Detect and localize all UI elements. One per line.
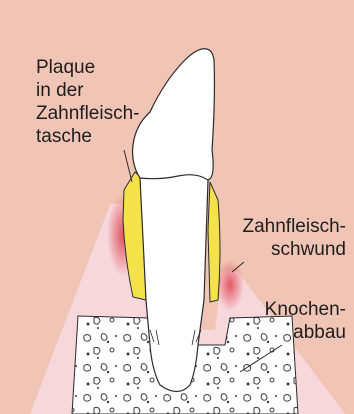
label-plaque: Plaque in der Zahnfleisch- tasche bbox=[36, 56, 140, 148]
label-gum-recession: Zahnfleisch- schwund bbox=[243, 215, 347, 261]
plaque-right bbox=[208, 182, 220, 302]
label-bone-loss: Knochen- abbau bbox=[265, 298, 346, 344]
